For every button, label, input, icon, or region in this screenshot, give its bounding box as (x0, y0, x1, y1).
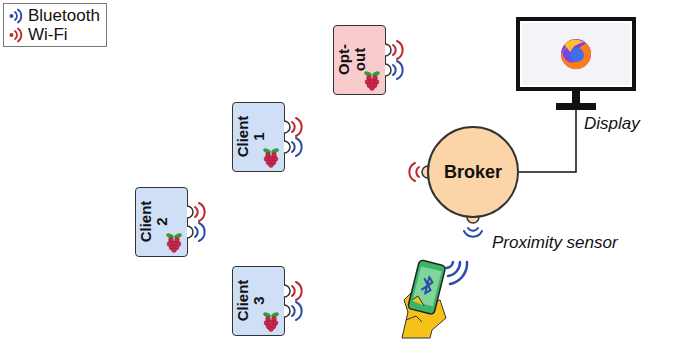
client-device: Client 1 (232, 102, 285, 172)
legend-text: Wi-Fi (28, 25, 68, 45)
device-label: Client 1 (235, 114, 267, 160)
legend-box: BluetoothWi-Fi (3, 3, 107, 47)
client-device: Client 3 (232, 266, 285, 336)
proximity-sensor-icon (464, 217, 482, 237)
broker-circle: Broker (427, 126, 519, 218)
legend-text: Bluetooth (28, 6, 100, 26)
broker-label: Broker (444, 162, 502, 183)
connector-line (519, 110, 576, 172)
legend-row: Bluetooth (8, 6, 100, 25)
opt-out-device: Opt-out (333, 25, 386, 95)
sensor-label: Proximity sensor (492, 233, 618, 253)
device-label: Opt-out (336, 37, 368, 83)
legend-radio-icon (8, 27, 26, 43)
display-label: Display (584, 114, 640, 134)
monitor-icon (517, 18, 635, 110)
broker-wifi-icon (409, 163, 428, 181)
device-label: Client 3 (235, 278, 267, 324)
device-label: Client 2 (138, 199, 170, 245)
legend-row: Wi-Fi (8, 25, 100, 44)
client-device: Client 2 (135, 187, 188, 257)
hand-phone (402, 260, 467, 338)
legend-radio-icon (8, 8, 26, 24)
display-monitor: Display (517, 18, 635, 110)
